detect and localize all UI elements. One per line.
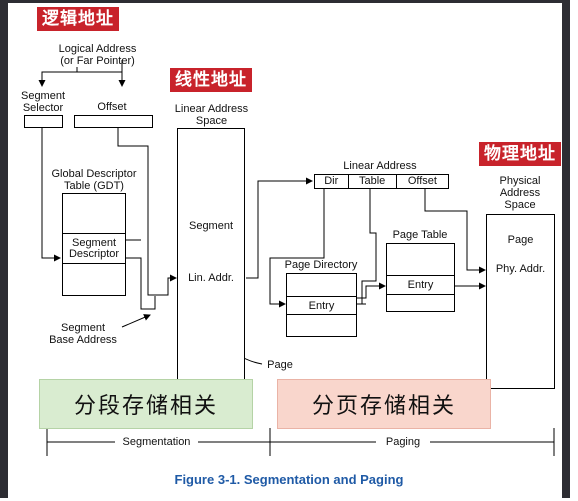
physical-page-label: Page	[507, 234, 534, 246]
page-pointer-label: Page	[267, 359, 293, 371]
segment-descriptor-label-line2: Descriptor	[68, 248, 120, 260]
gdt-label-line1: Global Descriptor	[51, 168, 137, 180]
segment-base-address-label: Segment Base Address	[38, 322, 128, 346]
linear-address-label: Linear Address	[343, 160, 417, 172]
segment-selector-label: Segment Selector	[18, 90, 68, 114]
page-directory-entry: Entry	[286, 296, 357, 315]
physical-address-space-box	[486, 214, 555, 389]
segmentation-zone: 分段存储相关	[39, 379, 253, 429]
offset-box	[74, 115, 153, 128]
linear-address-space-label: Linear Address Space	[164, 103, 259, 127]
lin-addr-label: Lin. Addr.	[188, 272, 234, 284]
figure-caption: Figure 3-1. Segmentation and Paging	[174, 472, 404, 487]
segment-descriptor-label-line1: Segment	[71, 237, 117, 249]
physical-address-space-label: Physical Address Space	[484, 175, 556, 211]
linear-space-label-line1: Linear Address	[174, 103, 249, 115]
segment-label: Segment	[188, 220, 234, 232]
linear-address-space-box	[177, 128, 245, 388]
linear-address-register: Dir Table Offset	[314, 174, 449, 189]
paging-zone: 分页存储相关	[277, 379, 491, 429]
logical-address-tag: 逻辑地址	[37, 7, 119, 31]
page-table-entry: Entry	[386, 275, 455, 295]
table-field: Table	[349, 175, 397, 188]
linear-space-label-line2: Space	[195, 115, 228, 127]
gdt-label-line2: Table (GDT)	[64, 180, 124, 192]
page-directory-entry-label: Entry	[308, 300, 335, 312]
linear-address-tag: 线性地址	[170, 68, 252, 92]
page-table-label: Page Table	[392, 229, 448, 241]
dir-field: Dir	[315, 175, 349, 188]
physical-space-label-line1: Physical	[499, 175, 541, 187]
page-directory-box: Entry	[286, 273, 357, 337]
segment-base-label-line1: Segment	[60, 322, 106, 334]
segment-selector-label-line1: Segment	[20, 90, 66, 102]
segment-selector-box	[24, 115, 63, 128]
segment-descriptor: Segment Descriptor	[62, 233, 126, 264]
offset-label: Offset	[97, 101, 127, 113]
page-table-entry-label: Entry	[407, 279, 434, 291]
paging-scale-label: Paging	[385, 436, 421, 448]
physical-address-tag: 物理地址	[479, 142, 561, 166]
segment-base-label-line2: Base Address	[49, 334, 117, 346]
phy-addr-label: Phy. Addr.	[495, 263, 546, 275]
logical-address-label: Logical Address	[58, 43, 137, 55]
gdt-label: Global Descriptor Table (GDT)	[44, 168, 144, 192]
physical-space-label-line3: Space	[504, 199, 536, 211]
gdt-box: Segment Descriptor	[62, 193, 126, 296]
page-directory-label: Page Directory	[284, 259, 358, 271]
page-table-box: Entry	[386, 243, 455, 312]
segmentation-scale-label: Segmentation	[122, 436, 191, 448]
far-pointer-label: (or Far Pointer)	[60, 55, 135, 67]
physical-space-label-line2: Address	[499, 187, 541, 199]
segment-selector-label-line2: Selector	[22, 102, 64, 114]
offset-field: Offset	[407, 175, 437, 187]
